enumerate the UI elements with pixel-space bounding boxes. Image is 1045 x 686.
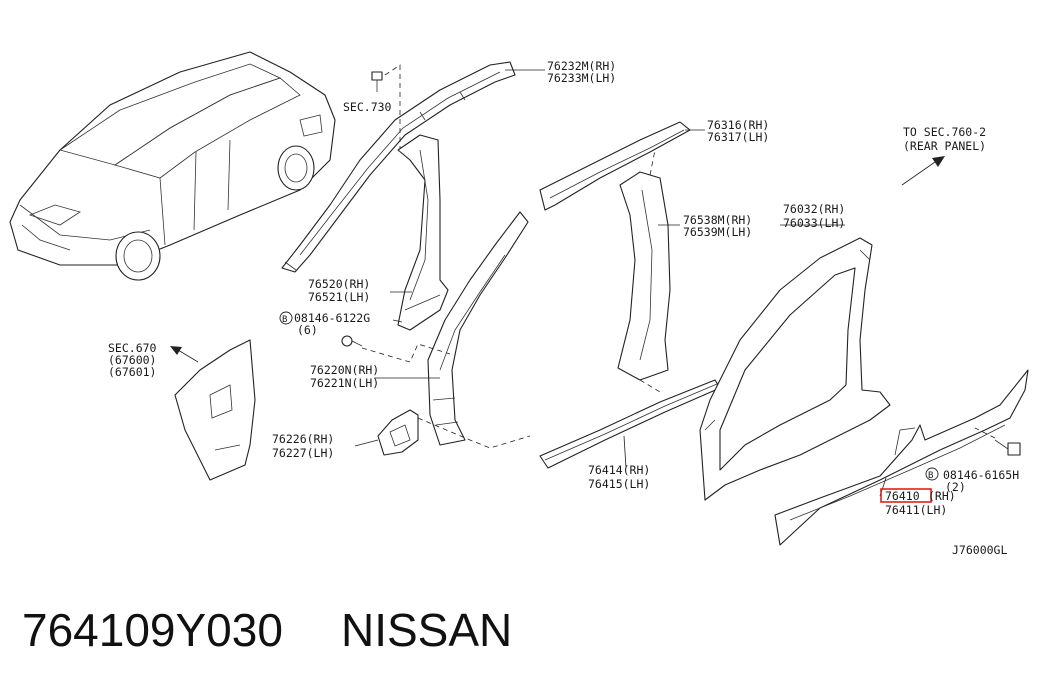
label-76221: 76221N(LH) (310, 376, 379, 390)
pillar-reinforcement-patch (377, 409, 419, 456)
bolt-a-callout: B 08146-6122G (6) (279, 311, 370, 337)
label-rear-panel: (REAR PANEL) (903, 139, 986, 153)
sill-inner (539, 379, 721, 469)
roof-rail-rear (539, 121, 691, 211)
sec670-bracket (174, 339, 256, 481)
highlight-76410 (880, 488, 932, 503)
label-76220: 76220N(RH) (310, 363, 379, 377)
caption-part-number: 764109Y030 (22, 604, 283, 656)
label-76232: 76232M(RH) (547, 59, 616, 73)
label-67600: (67600) (108, 353, 156, 367)
label-76316: 76316(RH) (707, 118, 769, 132)
label-76539: 76539M(LH) (683, 225, 752, 239)
label-to-sec760: TO SEC.760-2 (903, 125, 986, 139)
front-pillar-inner (397, 134, 449, 331)
label-76521: 76521(LH) (308, 290, 370, 304)
label-76317: 76317(LH) (707, 130, 769, 144)
label-76227: 76227(LH) (272, 446, 334, 460)
label-bolt-a-code: 08146-6122G (294, 311, 370, 325)
label-76410: 76410 (885, 489, 920, 503)
label-sec670: SEC.670 (108, 341, 157, 355)
label-bolt-b-qty: (2) (945, 480, 966, 494)
label-76411: 76411(LH) (885, 503, 947, 517)
label-76226: 76226(RH) (272, 432, 334, 446)
arrow-rear-panel-icon (901, 156, 945, 186)
label-bolt-b-code: 08146-6165H (943, 468, 1019, 482)
label-76414: 76414(RH) (588, 463, 650, 477)
body-side-outer (699, 237, 891, 501)
front-pillar-outer (427, 211, 529, 446)
label-76032: 76032(RH) (783, 202, 845, 216)
label-76233: 76233M(LH) (547, 71, 616, 85)
label-76410-side: (RH) (928, 489, 956, 503)
bolt-sec730-icon (371, 71, 383, 92)
bolt-b-symbol: B (928, 471, 933, 481)
label-67601: (67601) (108, 365, 156, 379)
sill-outer (774, 369, 1029, 546)
label-76538: 76538M(RH) (683, 213, 752, 227)
roof-side-rail (281, 61, 516, 273)
figure-code: J76000GL (952, 543, 1007, 557)
bolt-a-icon (341, 335, 363, 347)
arrow-to-sec670-icon (170, 346, 199, 363)
label-bolt-a-qty: (6) (297, 323, 318, 337)
label-sec730: SEC.730 (343, 100, 392, 114)
caption-brand: NISSAN (341, 604, 512, 656)
bolt-b-callout: B 08146-6165H (2) (925, 467, 1019, 494)
bolt-a-symbol: B (282, 315, 287, 325)
label-76033: 76033(LH) (783, 216, 845, 230)
bolt-b-icon (994, 439, 1021, 456)
center-pillar (617, 171, 671, 381)
label-76415: 76415(LH) (588, 477, 650, 491)
label-76520: 76520(RH) (308, 277, 370, 291)
car-illustration (9, 51, 336, 281)
